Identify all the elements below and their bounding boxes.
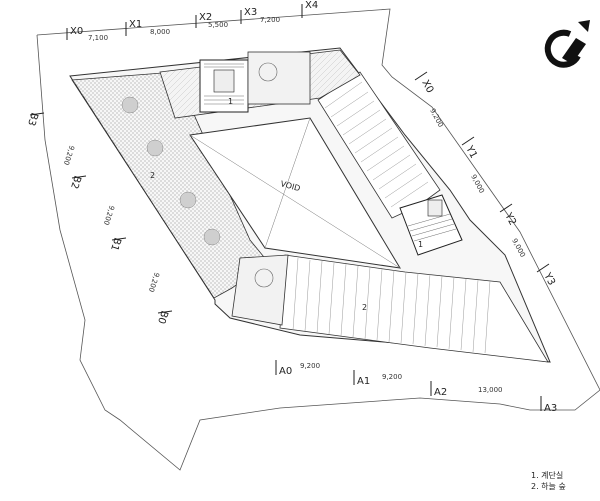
- void-diagonal-1: [189, 134, 401, 269]
- grid-b3-label: B3: [25, 111, 40, 127]
- grid-y-dim-1: 9,000: [469, 173, 485, 194]
- grid-b-dim-0: 9,200: [62, 144, 76, 166]
- grid-x3-label: X3: [244, 7, 257, 18]
- service-room-top: [247, 51, 311, 105]
- grid-a-dim-0: 9,200: [300, 362, 320, 370]
- grid-x0-label: X0: [70, 26, 83, 37]
- grid-y-dim-0: 9,200: [428, 107, 444, 128]
- grid-x-dim-3: 7,200: [260, 16, 280, 24]
- void-diagonal-2: [264, 117, 311, 249]
- grid-x-dim-2: 5,500: [208, 21, 228, 29]
- grid-a-dim-1: 9,200: [382, 373, 402, 381]
- tree-symbol-bottom: [254, 268, 274, 288]
- grid-b2-label: B2: [68, 174, 83, 190]
- grid-a-ticks: [275, 360, 542, 411]
- grid-b0-label: B0: [155, 309, 170, 325]
- grid-x-dim-1: 8,000: [150, 28, 170, 36]
- room-label-south-wing: 2: [362, 303, 367, 312]
- grid-b-dim-2: 9,200: [147, 271, 161, 293]
- tree-symbol-top: [258, 62, 278, 82]
- service-room-bottom: [231, 254, 289, 326]
- north-arrow-icon: [544, 20, 590, 68]
- grid-y-ticks: [414, 71, 550, 273]
- grid-a-dim-2: 13,000: [478, 386, 503, 394]
- grid-a3-label: A3: [544, 403, 557, 414]
- legend: 1. 계단실 2. 하늘 숲: [531, 470, 566, 492]
- grid-a1-label: A1: [357, 376, 370, 387]
- parking-stalls-south: [292, 257, 491, 354]
- legend-item-2: 2. 하늘 숲: [531, 482, 566, 491]
- stair-right-core: [427, 199, 443, 217]
- grid-y-label-0: X0: [419, 78, 435, 95]
- grid-y-label-2: Y2: [502, 210, 518, 227]
- site-boundary: [36, 8, 600, 471]
- grid-x-dim-0: 7,100: [88, 34, 108, 42]
- grid-a0-label: A0: [279, 366, 292, 377]
- room-label-stair-right: 1: [418, 240, 423, 249]
- grid-x1-label: X1: [129, 19, 142, 30]
- parking-stalls-north: [324, 81, 429, 208]
- room-label-west-wing: 2: [150, 171, 155, 180]
- grid-y-label-3: Y3: [541, 270, 557, 287]
- grid-b-dim-1: 9,200: [102, 204, 116, 226]
- legend-item-1: 1. 계단실: [531, 471, 564, 480]
- stair-right-treads: [407, 213, 457, 242]
- grid-x4-label: X4: [305, 0, 318, 11]
- grid-y-label-1: Y1: [463, 143, 479, 160]
- grid-b-ticks: [29, 112, 173, 314]
- grid-x-ticks: [66, 4, 303, 40]
- stair-top-core: [213, 69, 235, 93]
- stair-top-treads: [204, 63, 244, 105]
- grid-b1-label: B1: [108, 236, 123, 252]
- south-wing: [279, 254, 549, 363]
- room-label-stair-top: 1: [228, 97, 233, 106]
- grid-a2-label: A2: [434, 387, 447, 398]
- grid-x2-label: X2: [199, 12, 212, 23]
- trees-west-wing: [121, 96, 221, 246]
